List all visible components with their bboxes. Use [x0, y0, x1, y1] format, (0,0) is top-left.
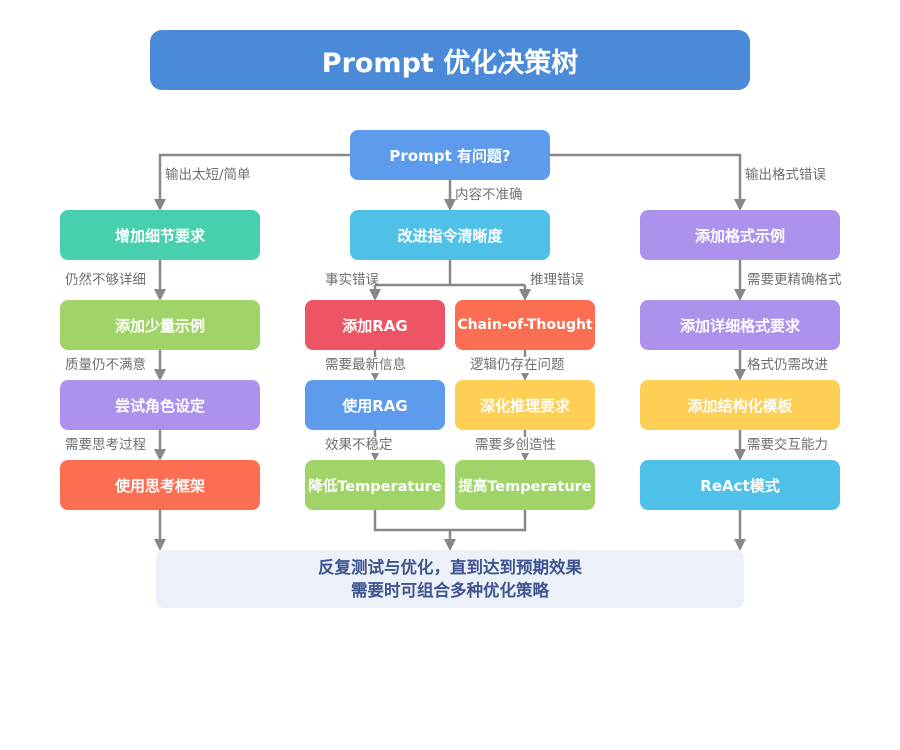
edge-label-right-3: 需要交互能力	[747, 437, 828, 453]
node-add-few-shot-examples: 添加少量示例	[60, 300, 260, 350]
result-box: 反复测试与优化，直到达到预期效果 需要时可组合多种优化策略	[156, 550, 744, 608]
node-try-role-setting: 尝试角色设定	[60, 380, 260, 430]
node-add-detail-requirements: 增加细节要求	[60, 210, 260, 260]
root-question-node: Prompt 有问题?	[350, 130, 550, 180]
edge-label-logic-issues: 逻辑仍存在问题	[470, 357, 565, 373]
node-use-thinking-framework: 使用思考框架	[60, 460, 260, 510]
connector-root-left	[154, 153, 350, 211]
node-raise-temperature: 提高Temperature	[455, 460, 595, 510]
edge-label-need-latest-info: 需要最新信息	[325, 357, 406, 373]
connector-middle-split	[375, 260, 525, 287]
edge-label-left-3: 需要思考过程	[65, 437, 146, 453]
edge-label-reasoning-error: 推理错误	[530, 272, 584, 288]
connector-root-right	[550, 153, 746, 211]
result-line-1: 反复测试与优化，直到达到预期效果	[318, 558, 582, 577]
edge-label-unstable-effect: 效果不稳定	[325, 437, 393, 453]
branch-label-left: 输出太短/简单	[165, 167, 251, 183]
result-line-2: 需要时可组合多种优化策略	[351, 581, 549, 600]
diagram-title: Prompt 优化决策树	[150, 30, 750, 90]
node-react-mode: ReAct模式	[640, 460, 840, 510]
edge-label-left-2: 质量仍不满意	[65, 357, 146, 373]
branch-label-right: 输出格式错误	[745, 167, 826, 183]
node-deepen-reasoning: 深化推理要求	[455, 380, 595, 430]
node-lower-temperature: 降低Temperature	[305, 460, 445, 510]
edge-label-right-2: 格式仍需改进	[747, 357, 828, 373]
edge-label-right-1: 需要更精确格式	[747, 272, 842, 288]
node-improve-instruction-clarity: 改进指令清晰度	[350, 210, 550, 260]
node-add-rag: 添加RAG	[305, 300, 445, 350]
node-add-format-examples: 添加格式示例	[640, 210, 840, 260]
node-chain-of-thought: Chain-of-Thought	[455, 300, 595, 350]
node-add-detailed-format-requirements: 添加详细格式要求	[640, 300, 840, 350]
edge-label-left-1: 仍然不够详细	[65, 272, 146, 288]
edge-label-more-creativity: 需要多创造性	[475, 437, 556, 453]
node-use-rag: 使用RAG	[305, 380, 445, 430]
node-add-structured-template: 添加结构化模板	[640, 380, 840, 430]
edge-label-factual-error: 事实错误	[325, 272, 379, 288]
branch-label-middle: 内容不准确	[455, 187, 523, 203]
connector-middle-merge	[373, 510, 527, 548]
